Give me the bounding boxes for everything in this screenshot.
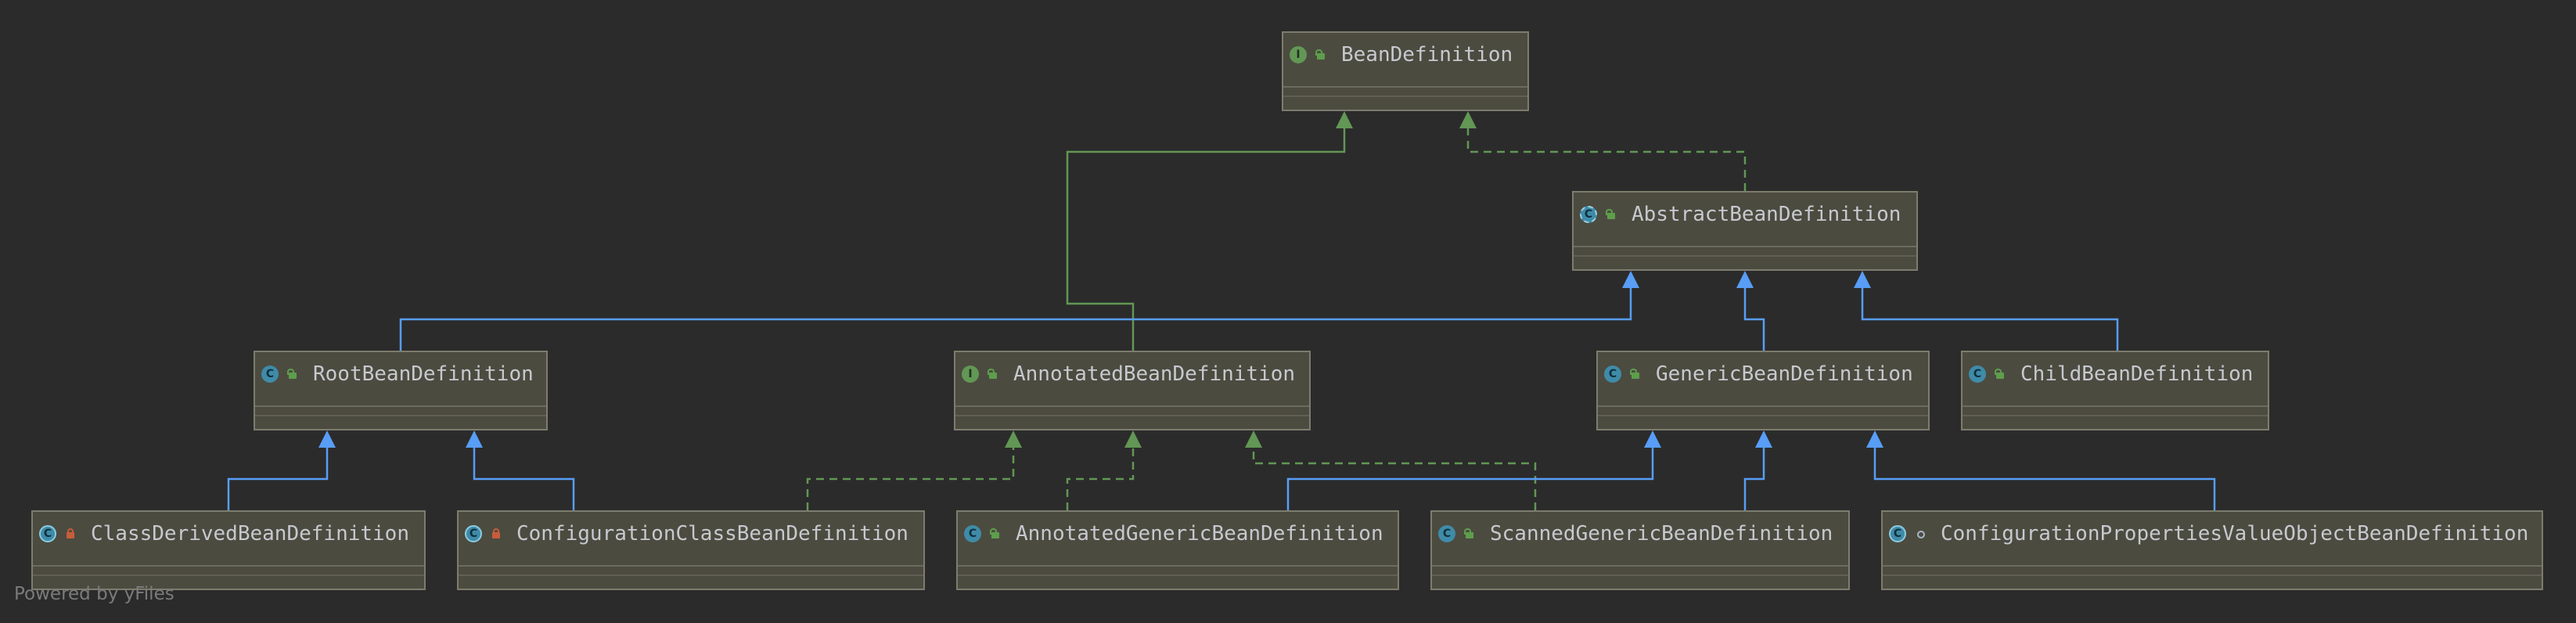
node-label: BeanDefinition: [1341, 43, 1513, 67]
divider: [1963, 405, 2268, 407]
divider: [1283, 86, 1527, 88]
edge-scanned-to-annotated: [1252, 448, 1537, 510]
arrowhead: [1866, 430, 1883, 448]
divider: [1883, 574, 2542, 576]
divider: [1574, 246, 1916, 247]
divider: [1283, 95, 1527, 97]
edge-annotatedgeneric-to-generic: [1286, 448, 1654, 510]
public-icon: [286, 368, 299, 380]
public-icon: [1463, 528, 1476, 540]
divider: [958, 565, 1398, 567]
node-annotated-bean-definition[interactable]: I AnnotatedBeanDefinition: [954, 351, 1311, 430]
node-label: ClassDerivedBeanDefinition: [91, 522, 409, 546]
node-annotated-generic-bean-definition[interactable]: C AnnotatedGenericBeanDefinition: [956, 510, 1399, 590]
node-label: AnnotatedBeanDefinition: [1013, 362, 1296, 386]
arrowhead: [1005, 430, 1022, 448]
arrowhead: [318, 430, 336, 448]
edge-child-to-abstract: [1861, 288, 2119, 351]
divider: [33, 565, 424, 567]
edge-cpvo-to-generic: [1873, 448, 2216, 510]
node-scanned-generic-bean-definition[interactable]: C ScannedGenericBeanDefinition: [1430, 510, 1850, 590]
private-lock-icon: [490, 528, 502, 540]
arrowhead: [1736, 271, 1754, 288]
node-label: ScannedGenericBeanDefinition: [1490, 522, 1833, 546]
package-private-icon: [1914, 528, 1927, 540]
node-configuration-class-bean-definition[interactable]: C ConfigurationClassBeanDefinition: [457, 510, 925, 590]
node-child-bean-definition[interactable]: C ChildBeanDefinition: [1961, 351, 2269, 430]
node-abstract-bean-definition[interactable]: C AbstractBeanDefinition: [1572, 191, 1918, 271]
class-icon: C: [1438, 525, 1455, 542]
node-label: ChildBeanDefinition: [2020, 362, 2254, 386]
divider: [1883, 565, 2542, 567]
edge-annotatedgeneric-to-annotated: [1066, 448, 1135, 510]
divider: [1963, 415, 2268, 416]
arrowhead: [1459, 111, 1477, 128]
arrowhead: [1245, 430, 1262, 448]
class-icon: C: [39, 525, 56, 542]
edge-annotated-to-beandefinition: [1066, 128, 1346, 351]
node-label: AbstractBeanDefinition: [1632, 203, 1901, 226]
edge-root-to-abstract: [399, 288, 1632, 351]
divider: [958, 574, 1398, 576]
private-lock-icon: [64, 528, 77, 540]
divider: [459, 574, 923, 576]
interface-icon: I: [962, 366, 979, 383]
public-icon: [1629, 368, 1642, 380]
divider: [1432, 574, 1848, 576]
divider: [1598, 415, 1928, 416]
class-icon: C: [1969, 366, 1986, 383]
divider: [1598, 405, 1928, 407]
divider: [955, 405, 1309, 407]
class-icon: C: [1889, 525, 1906, 542]
edge-configclass-to-root: [473, 448, 575, 510]
edge-generic-to-abstract: [1743, 288, 1765, 351]
node-generic-bean-definition[interactable]: C GenericBeanDefinition: [1596, 351, 1930, 430]
arrowhead: [1622, 271, 1639, 288]
class-icon: C: [261, 366, 279, 383]
edge-abstract-to-beandefinition: [1466, 128, 1747, 191]
divider: [459, 565, 923, 567]
divider: [1574, 255, 1916, 257]
edge-configclass-to-annotated: [806, 448, 1015, 510]
arrowhead: [1336, 111, 1353, 128]
class-icon: C: [964, 525, 981, 542]
public-icon: [1315, 49, 1327, 61]
node-label: ConfigurationClassBeanDefinition: [516, 522, 908, 546]
arrowhead: [1854, 271, 1871, 288]
arrowhead: [1755, 430, 1772, 448]
public-icon: [1994, 368, 2006, 380]
edge-classderived-to-root: [227, 448, 329, 510]
divider: [255, 405, 546, 407]
node-label: RootBeanDefinition: [313, 362, 534, 386]
node-bean-definition[interactable]: I BeanDefinition: [1282, 31, 1529, 111]
public-icon: [1605, 208, 1617, 221]
interface-icon: I: [1290, 46, 1307, 63]
node-label: GenericBeanDefinition: [1656, 362, 1913, 386]
divider: [1432, 565, 1848, 567]
public-icon: [989, 528, 1002, 540]
node-label: AnnotatedGenericBeanDefinition: [1016, 522, 1383, 546]
node-configuration-properties-value-object-bean-definition[interactable]: C ConfigurationPropertiesValueObjectBeanD…: [1881, 510, 2543, 590]
node-root-bean-definition[interactable]: C RootBeanDefinition: [254, 351, 548, 430]
node-class-derived-bean-definition[interactable]: C ClassDerivedBeanDefinition: [31, 510, 426, 590]
class-icon: C: [1604, 366, 1621, 383]
public-icon: [987, 368, 999, 380]
arrowhead: [466, 430, 483, 448]
arrowhead: [1124, 430, 1142, 448]
divider: [33, 574, 424, 576]
node-label: ConfigurationPropertiesValueObjectBeanDe…: [1941, 522, 2529, 546]
divider: [955, 415, 1309, 416]
class-icon: C: [465, 525, 482, 542]
edge-scanned-to-generic: [1743, 448, 1765, 510]
abstract-class-icon: C: [1580, 206, 1597, 223]
divider: [255, 415, 546, 416]
arrowhead: [1644, 430, 1661, 448]
watermark-text: Powered by yFiles: [14, 584, 174, 604]
